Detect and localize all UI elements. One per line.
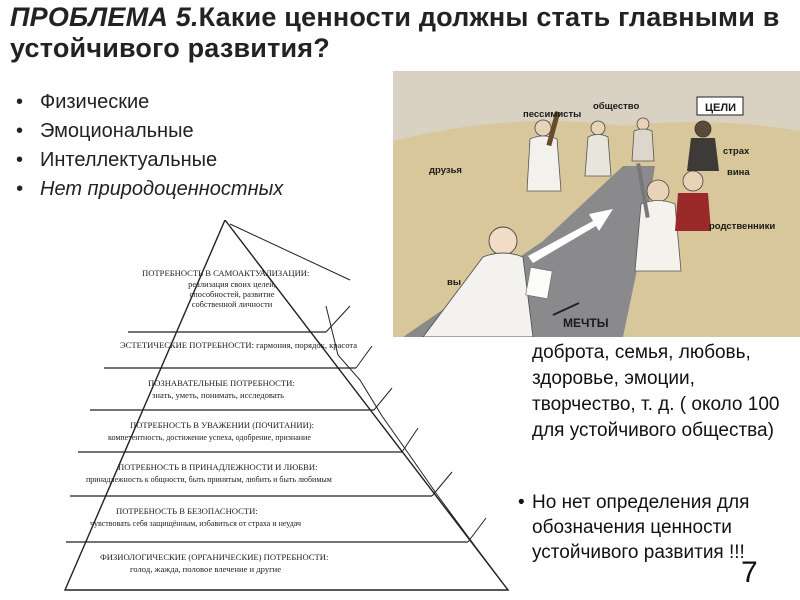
label-relatives: родственники [709, 221, 775, 232]
label-friends: друзья [429, 165, 462, 176]
bullet-item-no-nature-values: Нет природоценностных [10, 175, 283, 204]
goals-sign [696, 96, 744, 116]
label-society: общество [593, 101, 639, 112]
pyramid-level-heading: ЭСТЕТИЧЕСКИЕ ПОТРЕБНОСТИ: [120, 340, 254, 350]
pyramid-level-line: ЭСТЕТИЧЕСКИЕ ПОТРЕБНОСТИ: гармония, поря… [120, 340, 358, 350]
person-figure-icon [634, 163, 682, 272]
title-question: Какие ценности должны стать главными в у… [10, 2, 780, 63]
pyramid-level-detail-box: реализация своих целей, способностей, ра… [188, 280, 276, 309]
road-arrow-icon [528, 209, 613, 263]
dreams-pointer-arrow-icon [552, 302, 580, 316]
no-definition-bullet: •Но нет определения для обозначения ценн… [518, 490, 796, 565]
cartoon-illustration: общество пессимисты ЦЕЛИ друзья страх ви… [393, 71, 800, 337]
label-guilt: вина [727, 167, 750, 178]
label-goals: ЦЕЛИ [705, 102, 736, 114]
bullet-item-physical: Физические [10, 88, 283, 117]
values-examples-text: доброта, семья, любовь, здоровье, эмоции… [532, 342, 780, 441]
pyramid-level-detail: голод, жажда, половое влечение и другие [130, 564, 281, 574]
person-figure-icon [526, 111, 562, 192]
pyramid-level-heading: ФИЗИОЛОГИЧЕСКИЕ (ОРГАНИЧЕСКИЕ) ПОТРЕБНОС… [100, 552, 328, 562]
label-fear: страх [723, 146, 750, 157]
slide-title: ПРОБЛЕМА 5.Какие ценности должны стать г… [10, 2, 800, 64]
pyramid-level-heading: ПОТРЕБНОСТЬ В УВАЖЕНИИ (ПОЧИТАНИИ): [130, 420, 314, 430]
pyramid-level-detail: чувствовать себя защищённым, избавиться … [90, 519, 301, 528]
label-you: вы [447, 277, 461, 288]
pyramid-level-detail: принадлежность к общности, быть принятым… [86, 475, 332, 484]
label-pessimists: пессимисты [523, 109, 581, 120]
pyramid-level-heading: ПОТРЕБНОСТЬ В БЕЗОПАСНОСТИ: [116, 506, 258, 516]
bullet-item-emotional: Эмоциональные [10, 117, 283, 146]
pyramid-level-detail: компетентность, достижение успеха, одобр… [108, 433, 311, 442]
pyramid-level-detail: реализация своих целей, способностей, ра… [188, 280, 276, 309]
page-number: 7 [741, 556, 758, 589]
pyramid-level-heading: ПОТРЕБНОСТЬ В САМОАКТУАЛИЗАЦИИ: [142, 268, 309, 278]
pyramid-side-edge [325, 305, 509, 591]
person-figure-icon [422, 226, 553, 337]
value-types-list: Физические Эмоциональные Интеллектуальны… [10, 88, 283, 204]
person-figure-icon [675, 170, 711, 231]
no-definition-text: Но нет определения для обозначения ценно… [532, 492, 750, 563]
person-figure-icon [687, 120, 719, 171]
bullet-item-intellectual: Интеллектуальные [10, 146, 283, 175]
pyramid-outline [63, 220, 510, 591]
person-figure-icon [631, 117, 655, 162]
pyramid-level-heading: ПОТРЕБНОСТЬ В ПРИНАДЛЕЖНОСТИ И ЛЮБВИ: [118, 462, 317, 472]
label-dreams: МЕЧТЫ [563, 316, 609, 330]
title-problem-number: ПРОБЛЕМА 5. [10, 2, 199, 32]
pyramid-level-detail: знать, уметь, понимать, исследовать [152, 390, 284, 400]
person-figure-icon [584, 120, 612, 177]
needs-pyramid: ПОТРЕБНОСТЬ В САМОАКТУАЛИЗАЦИИ: реализац… [63, 220, 510, 591]
pyramid-level-detail: гармония, порядок, красота [256, 340, 358, 350]
pyramid-level-heading: ПОЗНАВАТЕЛЬНЫЕ ПОТРЕБНОСТИ: [148, 378, 295, 388]
